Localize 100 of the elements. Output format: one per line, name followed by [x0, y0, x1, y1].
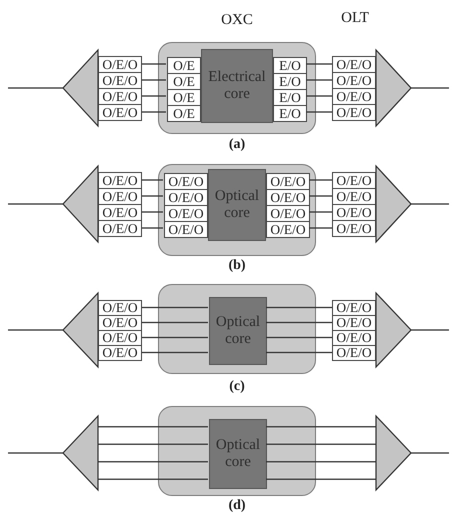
multiplexer-triangle [376, 50, 411, 126]
panel-caption: (a) [228, 137, 246, 153]
port-box [273, 105, 307, 122]
port-label: O/E/O [270, 206, 306, 220]
port-box [164, 173, 208, 190]
port-label: O/E/O [102, 331, 138, 345]
multiplexer-triangle [376, 293, 411, 367]
fiber-line [98, 461, 208, 462]
fiber-line [98, 478, 208, 480]
port-box [332, 330, 376, 346]
port-label: O/E/O [102, 90, 138, 104]
port-box [332, 345, 376, 361]
core-box [208, 169, 266, 241]
fiber-line [266, 461, 376, 462]
port-label: O/E [173, 74, 195, 88]
port-label: O/E/O [336, 222, 372, 236]
core-label: Optical core [214, 314, 262, 348]
port-label: O/E/O [102, 316, 138, 330]
port-box [167, 57, 201, 74]
fiber-line [411, 329, 449, 331]
port-box [332, 315, 376, 331]
port-box [167, 73, 201, 90]
port-label: E/O [279, 74, 301, 88]
fiber-line [309, 227, 332, 229]
switch-enclosure [158, 406, 316, 496]
fiber-line [142, 352, 208, 354]
fiber-line [266, 352, 332, 354]
port-box [98, 300, 142, 316]
port-box [273, 57, 307, 74]
multiplexer-triangle [376, 166, 411, 242]
port-box [266, 221, 310, 238]
port-box [266, 189, 310, 206]
port-box [98, 315, 142, 331]
fiber-line [266, 336, 332, 338]
port-box [332, 220, 376, 237]
port-label: O/E/O [102, 106, 138, 120]
port-label: O/E/O [168, 190, 204, 204]
port-box [332, 104, 376, 121]
core-label: Optical core [214, 188, 260, 222]
port-box [167, 89, 201, 106]
fiber-line [411, 203, 449, 205]
port-box [98, 204, 142, 221]
port-label: O/E/O [336, 106, 372, 120]
fiber-line [306, 79, 332, 81]
port-box [273, 89, 307, 106]
port-label: O/E/O [336, 301, 372, 315]
fiber-line [411, 452, 449, 454]
fiber-line [309, 195, 332, 197]
port-label: O/E/O [336, 206, 372, 220]
port-box [98, 72, 142, 89]
fiber-line [266, 306, 332, 308]
port-box [332, 88, 376, 105]
fiber-line [309, 211, 332, 213]
port-box [164, 205, 208, 222]
port-label: O/E/O [102, 222, 138, 236]
port-label: O/E/O [270, 174, 306, 188]
port-box [98, 172, 142, 189]
core-box [201, 49, 273, 123]
switch-enclosure [158, 284, 316, 374]
fiber-line [142, 336, 208, 338]
fiber-line [266, 444, 376, 445]
port-label: O/E/O [336, 174, 372, 188]
multiplexer-triangle [63, 416, 98, 490]
port-label: O/E/O [270, 190, 306, 204]
fiber-line [142, 95, 166, 97]
port-box [98, 330, 142, 346]
panel-caption: (c) [229, 379, 245, 395]
port-box [98, 345, 142, 361]
section-heading: OXC [221, 12, 253, 29]
port-label: O/E/O [168, 174, 204, 188]
port-label: O/E [173, 106, 195, 120]
multiplexer-triangle [376, 416, 411, 490]
port-label: O/E/O [102, 58, 138, 72]
port-box [266, 205, 310, 222]
fiber-line [306, 111, 332, 113]
port-box [98, 220, 142, 237]
port-label: E/O [279, 58, 301, 72]
core-box [209, 297, 267, 365]
port-label: O/E/O [168, 206, 204, 220]
port-label: O/E/O [270, 222, 306, 236]
fiber-line [411, 87, 449, 89]
port-label: O/E/O [102, 74, 138, 88]
fiber-line [8, 452, 63, 454]
switch-enclosure [158, 42, 316, 134]
fiber-line [142, 211, 163, 213]
section-heading: OLT [341, 10, 369, 27]
port-box [332, 72, 376, 89]
fiber-line [8, 87, 63, 89]
port-box [164, 189, 208, 206]
fiber-line [142, 179, 163, 181]
port-box [98, 56, 142, 73]
port-label: O/E/O [336, 58, 372, 72]
switch-enclosure [158, 164, 316, 256]
fiber-line [8, 203, 63, 205]
fiber-line [8, 329, 63, 331]
port-label: O/E/O [102, 301, 138, 315]
port-label: E/O [279, 90, 301, 104]
fiber-line [266, 322, 332, 324]
core-label: Electrical core [207, 68, 267, 104]
fiber-line [142, 322, 208, 324]
